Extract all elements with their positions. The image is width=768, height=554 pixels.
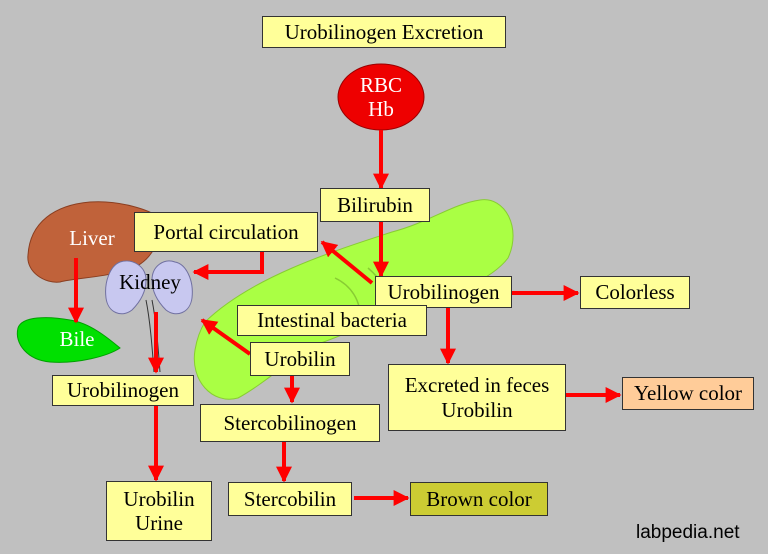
kidney-label: Kidney	[119, 269, 181, 294]
diagram-title: Urobilinogen Excretion	[262, 16, 506, 48]
arrow-urobilin-kidney	[200, 318, 252, 356]
liver-label: Liver	[69, 225, 115, 250]
arrow-portal-kidney	[192, 252, 264, 280]
source-credit: labpedia.net	[636, 522, 740, 543]
excreted-feces-node: Excreted in feces Urobilin	[388, 364, 566, 431]
urobilinogen-urine-node: Urobilinogen	[52, 375, 194, 406]
urobilin-urine-node: Urobilin Urine	[106, 481, 212, 541]
urobilin-node: Urobilin	[250, 342, 350, 376]
bile-label: Bile	[59, 326, 95, 351]
intestinal-bacteria-node: Intestinal bacteria	[237, 305, 427, 336]
bilirubin-node: Bilirubin	[320, 188, 430, 222]
stercobilin-node: Stercobilin	[228, 482, 352, 516]
kidney-shape	[105, 260, 193, 373]
arrows	[68, 130, 622, 506]
arrow-urobilinogen-portal	[320, 240, 374, 285]
portal-circulation-node: Portal circulation	[134, 212, 318, 252]
urobilinogen-gut-node: Urobilinogen	[375, 276, 512, 308]
bile-shape	[16, 317, 121, 363]
colorless-node: Colorless	[580, 276, 690, 309]
brown-color-node: Brown color	[410, 482, 548, 516]
yellow-color-node: Yellow color	[622, 377, 754, 410]
stercobilinogen-node: Stercobilinogen	[200, 404, 380, 442]
rbc-label: RBC Hb	[359, 72, 403, 121]
